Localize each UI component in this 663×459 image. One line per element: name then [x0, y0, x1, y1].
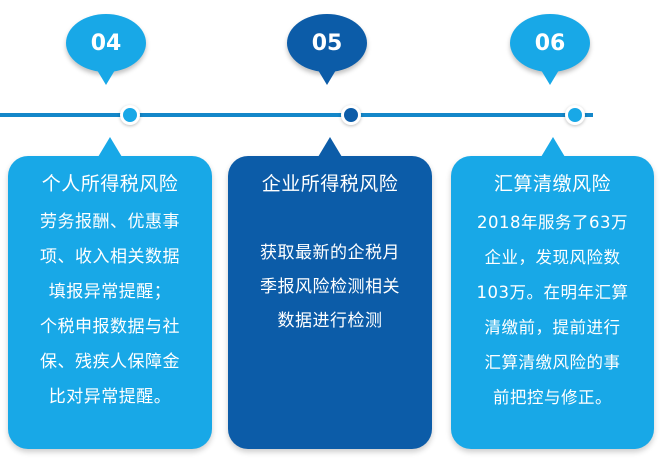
- card-body: 劳务报酬、优惠事 项、收入相关数据 填报异常提醒； 个税申报数据与社 保、残疾人…: [8, 205, 212, 415]
- step-number: 06: [534, 30, 566, 56]
- card-line: 个税申报数据与社: [40, 317, 180, 337]
- card-title: 汇算清缴风险: [493, 173, 611, 195]
- card-line: 项、收入相关数据: [40, 247, 180, 267]
- card-line: 季报风险检测相关: [260, 277, 400, 297]
- card-line: 企业，发现风险数: [484, 248, 621, 267]
- step-number: 05: [311, 30, 343, 56]
- card-title: 个人所得税风险: [41, 173, 179, 195]
- card-line: 103万。在明年汇算: [476, 283, 629, 302]
- timeline-node: [120, 105, 140, 125]
- step-number-bubble: 06: [510, 14, 590, 85]
- card-line: 获取最新的企税月: [260, 243, 400, 263]
- step-card: 个人所得税风险 劳务报酬、优惠事 项、收入相关数据 填报异常提醒； 个税申报数据…: [8, 137, 212, 449]
- card-line: 汇算清缴风险的事: [484, 353, 621, 372]
- card-title: 企业所得税风险: [261, 173, 399, 195]
- step-number: 04: [90, 30, 122, 56]
- step-number-bubble: 04: [66, 14, 146, 85]
- card-line: 劳务报酬、优惠事: [40, 212, 180, 232]
- timeline-node: [565, 105, 585, 125]
- card-line: 数据进行检测: [277, 311, 383, 331]
- timeline-node: [341, 105, 361, 125]
- step-number-bubble: 05: [287, 14, 367, 85]
- step-card: 汇算清缴风险 2018年服务了63万 企业，发现风险数 103万。在明年汇算 清…: [451, 137, 654, 449]
- card-line: 比对异常提醒。: [48, 387, 172, 407]
- timeline-line: [0, 113, 593, 117]
- card-body: 获取最新的企税月 季报风险检测相关 数据进行检测: [228, 236, 432, 338]
- card-line: 2018年服务了63万: [477, 213, 628, 232]
- step-card: 企业所得税风险 获取最新的企税月 季报风险检测相关 数据进行检测: [228, 137, 432, 449]
- card-line: 填报异常提醒；: [48, 282, 172, 302]
- card-line: 清缴前，提前进行: [484, 318, 621, 337]
- card-line: 前把控与修正。: [493, 388, 612, 407]
- card-body: 2018年服务了63万 企业，发现风险数 103万。在明年汇算 清缴前，提前进行…: [451, 205, 654, 415]
- card-line: 保、残疾人保障金: [40, 352, 180, 372]
